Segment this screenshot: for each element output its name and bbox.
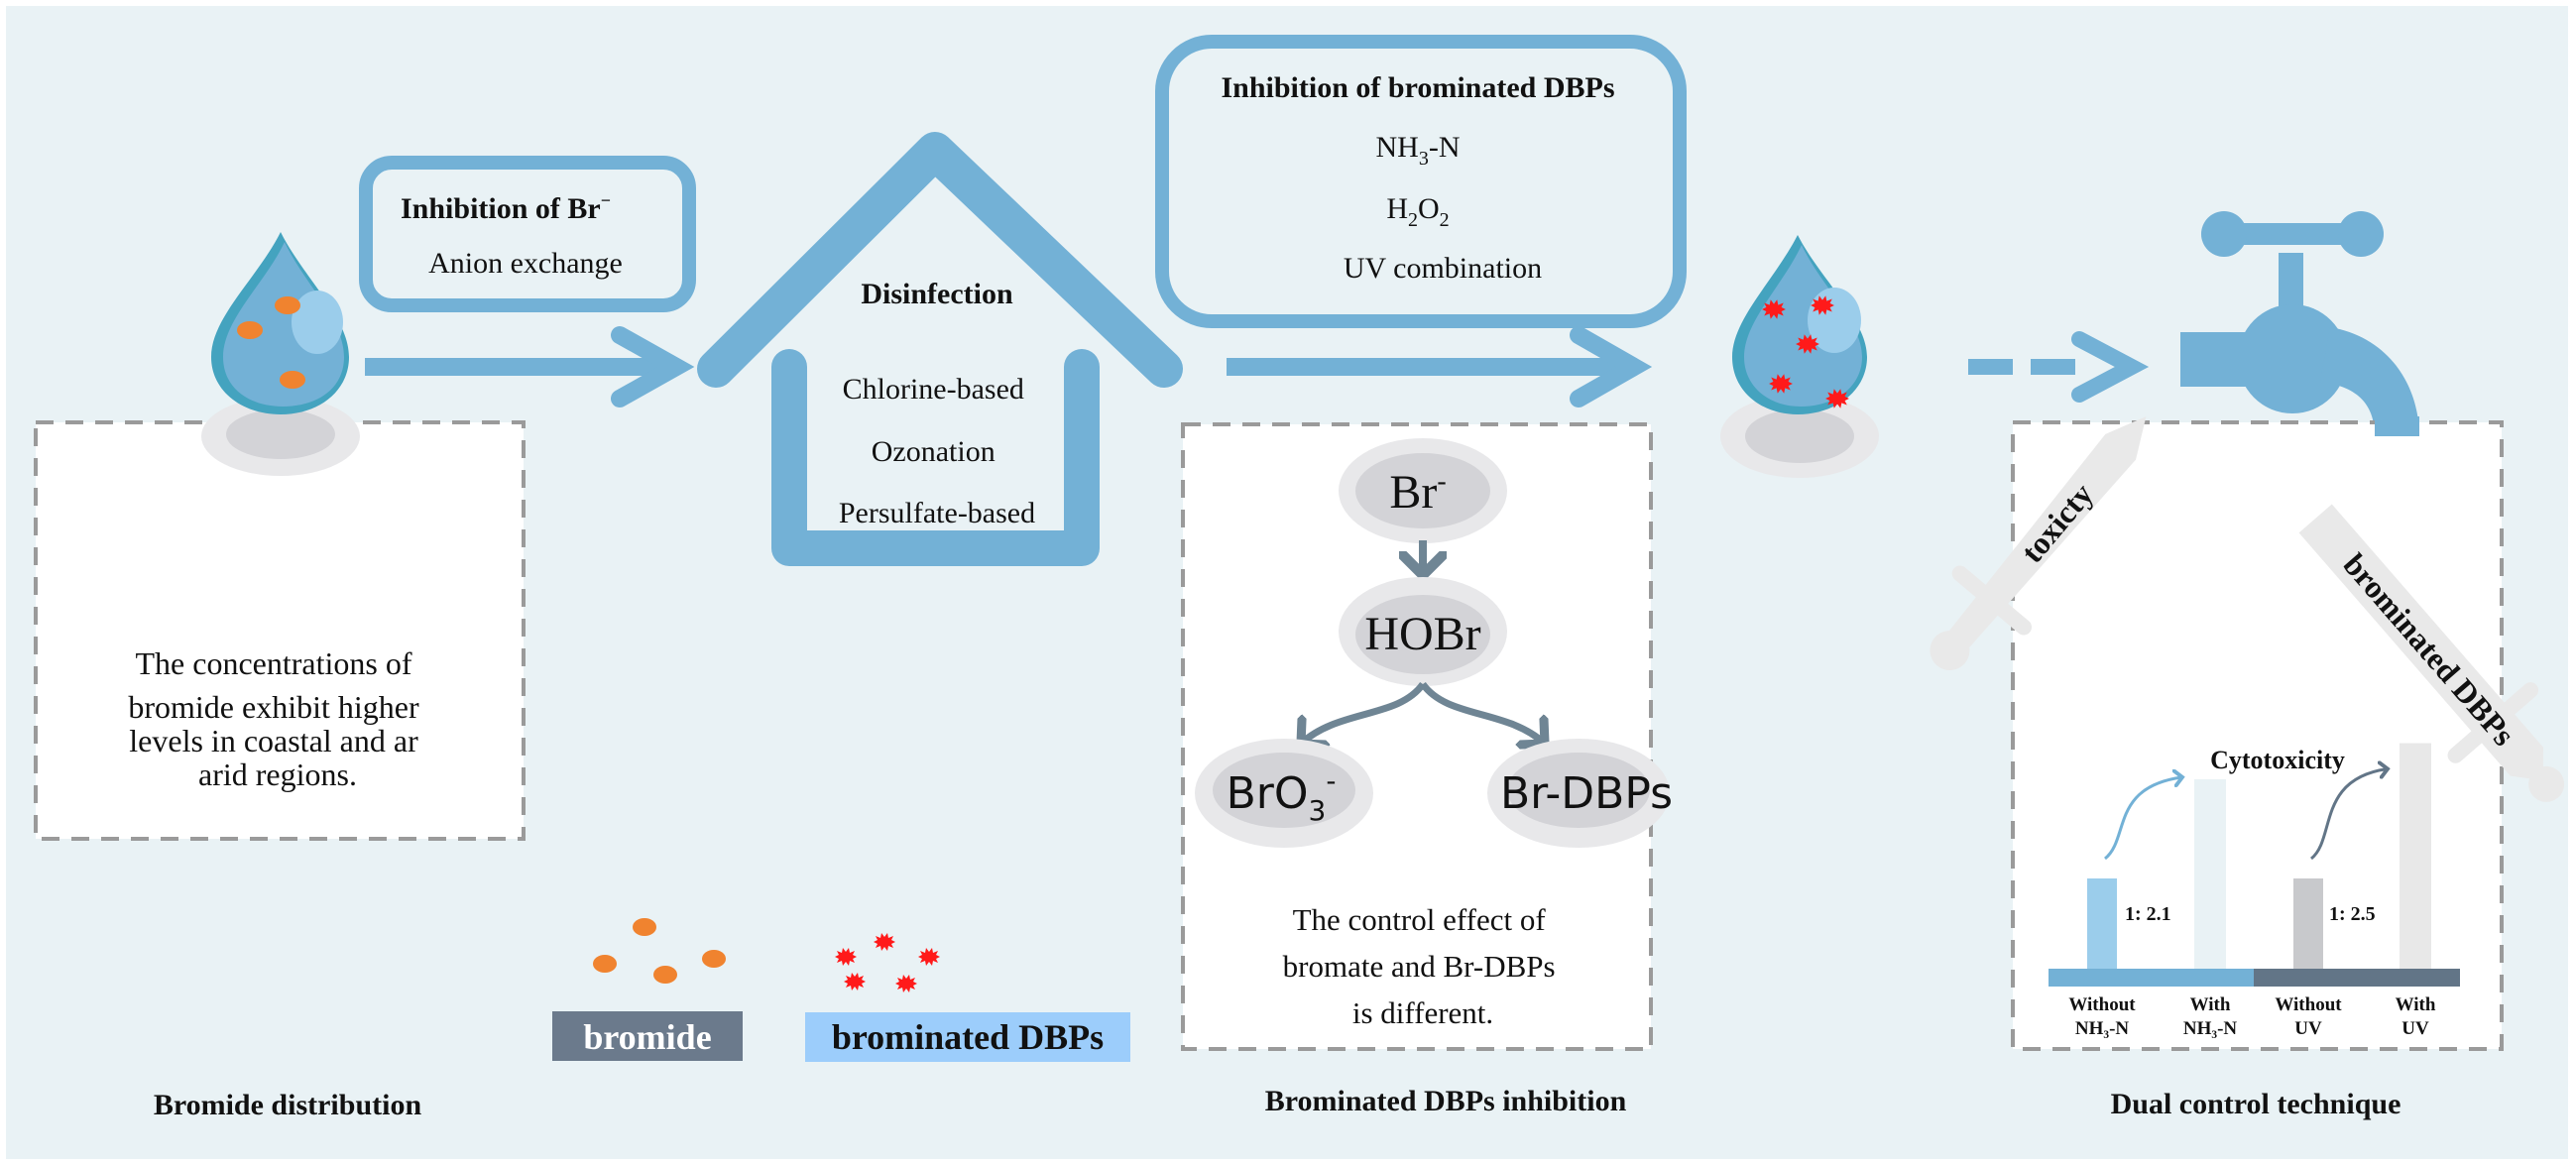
chart-x-label: NH₃-N: [2075, 1018, 2130, 1039]
chart-bar: [2400, 743, 2431, 969]
chart-base-group-2: [2254, 969, 2460, 987]
brominated-dbps-legend-label: brominated DBPs: [832, 1017, 1104, 1057]
chem-arrow-hobr-to-brdbps: [1420, 681, 1545, 744]
bromide-legend-dots-icon: [593, 918, 726, 984]
chem-node-brdbps: Br-DBPs: [1487, 739, 1673, 848]
stage-dual-control: toxicty brominated DBPs Cytotoxicity 1: …: [1930, 416, 2565, 1120]
dbp-inhibition-item-uv: UV combination: [1344, 252, 1542, 285]
house-icon: [697, 132, 1183, 566]
chart-x-label: NH₃-N: [2183, 1018, 2238, 1039]
chem-node-bro3: BrO3-: [1195, 739, 1373, 848]
chart-title: Cytotoxicity: [2210, 746, 2345, 774]
chart-x-labels: Without NH₃-N With NH₃-N Without UV With…: [2068, 994, 2435, 1039]
droplet-shadow: [201, 397, 360, 476]
brominated-dbps-legend-label-bg: [805, 1012, 1130, 1062]
chem-node-br: Br-: [1339, 438, 1507, 543]
bromide-distribution-caption: Bromide distribution: [154, 1089, 422, 1121]
chart-arrow-2: [2309, 769, 2388, 861]
faucet-icon: [2180, 211, 2419, 436]
chart-arrow-1: [2104, 777, 2182, 861]
water-drop-brominated-dbps-icon: [1732, 235, 1867, 414]
svg-text:Br-DBPs: Br-DBPs: [1500, 768, 1673, 819]
flow-arrow-2: [1227, 326, 1653, 408]
chart-ratio-label: 1: 2.5: [2329, 903, 2376, 925]
flow-arrow-1: [365, 326, 695, 408]
svg-text:BrO3-: BrO3-: [1227, 764, 1337, 827]
chart-x-label: With: [2396, 994, 2436, 1015]
chart-bar: [2293, 878, 2323, 969]
svg-text:HOBr: HOBr: [1364, 608, 1480, 660]
stage-bromide-distribution: Inhibition of Br− Anion exchange The con…: [34, 156, 696, 1121]
bromide-panel: [34, 420, 526, 841]
chart-x-label: With: [2190, 994, 2231, 1015]
chart-bar: [2087, 878, 2117, 969]
chart-base-group-1: [2049, 969, 2254, 987]
chem-arrow-hobr-to-bro3: [1301, 681, 1426, 744]
chart-x-label: UV: [2294, 1018, 2322, 1039]
dbp-mechanism-panel-text: The control effect of bromate and Br-DBP…: [1283, 902, 1564, 1030]
dbp-inhibition-item-nh3n: NH3-N: [1376, 131, 1461, 170]
chem-node-hobr: HOBr: [1339, 577, 1507, 686]
legend: bromide brominated DBPs: [552, 918, 1130, 1062]
dbp-inhibition-caption: Brominated DBPs inhibition: [1265, 1085, 1627, 1117]
bromide-legend-label: bromide: [583, 1017, 711, 1057]
droplet-2-shadow: [1720, 395, 1879, 478]
dbp-inhibition-item-h2o2: H2O2: [1386, 192, 1449, 231]
svg-text:Br-: Br-: [1389, 466, 1446, 519]
stage-disinfection: Disinfection Chlorine-based Ozonation Pe…: [697, 132, 1183, 566]
chart-x-label: Without: [2275, 994, 2342, 1015]
anion-exchange-box-text: Anion exchange: [428, 247, 623, 280]
disinfection-title: Disinfection: [861, 278, 1013, 310]
faucet-spout-overlap: [2375, 416, 2419, 436]
chart-ratio-label: 1: 2.1: [2125, 903, 2171, 925]
chart-x-label: UV: [2401, 1018, 2429, 1039]
chart-bar: [2194, 778, 2226, 969]
bromide-panel-text: The concentrations of bromide exhibit hi…: [128, 645, 426, 792]
chart-x-label: Without: [2068, 994, 2136, 1015]
water-drop-bromide-icon: [211, 232, 349, 414]
dbp-inhibition-box-title: Inhibition of brominated DBPs: [1221, 71, 1614, 104]
disinfection-methods: Chlorine-based Ozonation Persulfate-base…: [839, 373, 1035, 529]
anion-exchange-box: [359, 156, 696, 312]
bromide-legend-label-bg: [552, 1011, 743, 1061]
dual-control-caption: Dual control technique: [2111, 1088, 2401, 1120]
anion-exchange-box-title: Inhibition of Br−: [401, 190, 611, 225]
cytotoxicity-chart: Cytotoxicity 1: 2.1 1: 2.5 Without NH₃-N…: [2049, 743, 2460, 1039]
stage-brominated-dbps-inhibition: Inhibition of brominated DBPs NH3-N H2O2…: [1155, 35, 1687, 1117]
dbp-inhibition-box: [1155, 35, 1687, 328]
flow-arrow-3-dashed: [1968, 331, 2150, 403]
